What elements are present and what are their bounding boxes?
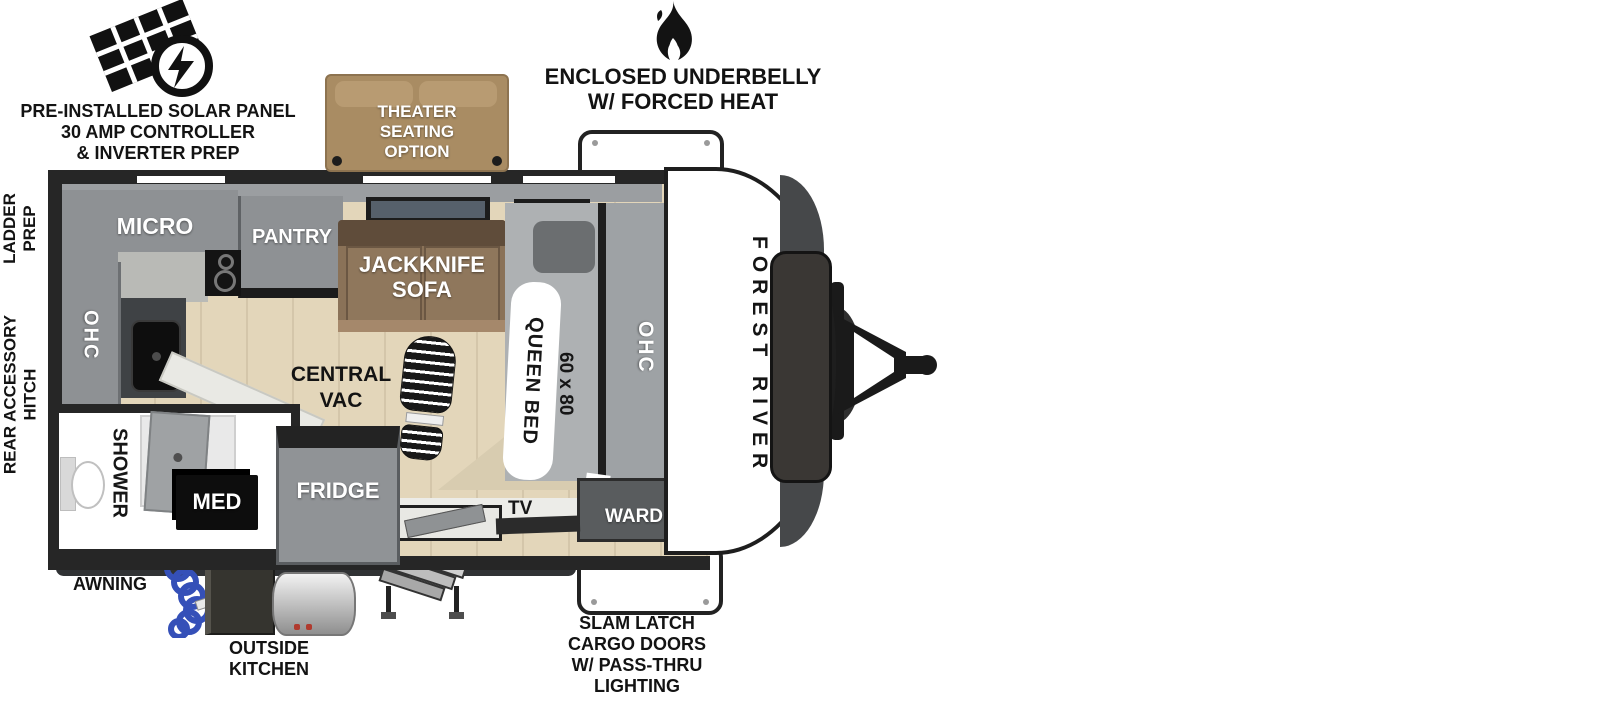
entry-door bbox=[390, 503, 502, 541]
queen-bed-size-label: 60 x 80 bbox=[555, 352, 576, 416]
theater-cushion-right bbox=[419, 81, 497, 107]
sofa-cushion-right bbox=[424, 246, 500, 322]
fridge: FRIDGE bbox=[276, 426, 400, 565]
pantry-label: PANTRY bbox=[252, 225, 332, 248]
sink-drain bbox=[152, 352, 161, 361]
shower-label: SHOWER bbox=[108, 428, 131, 518]
queen-bed-label: QUEEN BED bbox=[518, 316, 547, 446]
theater-sofa-graphic: THEATER SEATING OPTION bbox=[325, 74, 509, 172]
medicine-cabinet: MED bbox=[176, 475, 258, 530]
wall-slit-1 bbox=[137, 176, 225, 183]
tv-label: TV bbox=[508, 498, 533, 519]
theater-cushion-left bbox=[335, 81, 413, 107]
rock-guard bbox=[770, 251, 832, 483]
shower-head-dot bbox=[173, 452, 183, 463]
burner-small bbox=[218, 254, 234, 270]
solar-line2: 30 AMP CONTROLLER bbox=[60, 122, 256, 142]
cooktop bbox=[205, 250, 241, 296]
pantry: PANTRY bbox=[238, 196, 343, 298]
jackknife-sofa: JACKKNIFE SOFA bbox=[338, 220, 506, 332]
wall-slit-2 bbox=[363, 176, 491, 183]
tv-unit bbox=[495, 515, 581, 535]
solar-line3: & INVERTER PREP bbox=[76, 143, 240, 163]
rear-accessory-hitch-callout: REAR ACCESSORY HITCH bbox=[0, 314, 40, 475]
solar-line1: PRE-INSTALLED SOLAR PANEL bbox=[20, 101, 296, 121]
ladder-prep-callout: LADDER PREP bbox=[0, 193, 39, 264]
theater-foot-right bbox=[492, 156, 502, 166]
outside-kitchen-label: OUTSIDE KITCHEN bbox=[228, 638, 309, 679]
ward-label: WARD bbox=[604, 506, 664, 528]
light-counter bbox=[118, 252, 208, 302]
ohc-left-label: OHC bbox=[79, 309, 102, 361]
fridge-label: FRIDGE bbox=[296, 478, 380, 504]
central-vac-label: CENTRAL VAC bbox=[290, 363, 392, 412]
brand-label: FOREST RIVER bbox=[748, 236, 771, 476]
underbelly-callout: ENCLOSED UNDERBELLY W/ FORCED HEAT bbox=[518, 64, 848, 114]
cargo-doors-label: SLAM LATCH CARGO DOORS W/ PASS-THRU LIGH… bbox=[567, 613, 706, 696]
ohc-front-label: OHC bbox=[634, 320, 658, 374]
micro-label: MICRO bbox=[116, 212, 194, 239]
outside-kitchen-grill bbox=[272, 572, 356, 636]
burner-large bbox=[214, 270, 236, 292]
theater-foot-left bbox=[332, 156, 342, 166]
wall-slit-3 bbox=[523, 176, 615, 183]
theater-seating-label: THEATER SEATING OPTION bbox=[377, 102, 457, 161]
awning-label: AWNING bbox=[73, 574, 147, 594]
toilet-bowl bbox=[71, 461, 105, 509]
solar-callout: PRE-INSTALLED SOLAR PANEL 30 AMP CONTROL… bbox=[0, 101, 316, 164]
jackknife-sofa-label: JACKKNIFE SOFA bbox=[359, 252, 485, 302]
solar-panel-icon bbox=[89, 0, 213, 97]
underbelly-line1: ENCLOSED UNDERBELLY bbox=[544, 64, 822, 89]
window-sofa bbox=[366, 197, 490, 223]
flame-icon bbox=[656, 1, 692, 60]
sofa-cushion-left bbox=[346, 246, 422, 322]
bed-pillow bbox=[533, 221, 595, 273]
sofa-back bbox=[338, 220, 506, 246]
ohc-left-cabinet: OHC bbox=[62, 262, 121, 408]
med-label: MED bbox=[192, 489, 242, 515]
bathroom: SHOWER MED bbox=[50, 404, 300, 558]
entry-door-panel bbox=[404, 503, 486, 539]
sofa-front-band bbox=[338, 320, 506, 332]
underbelly-line2: W/ FORCED HEAT bbox=[587, 89, 779, 114]
